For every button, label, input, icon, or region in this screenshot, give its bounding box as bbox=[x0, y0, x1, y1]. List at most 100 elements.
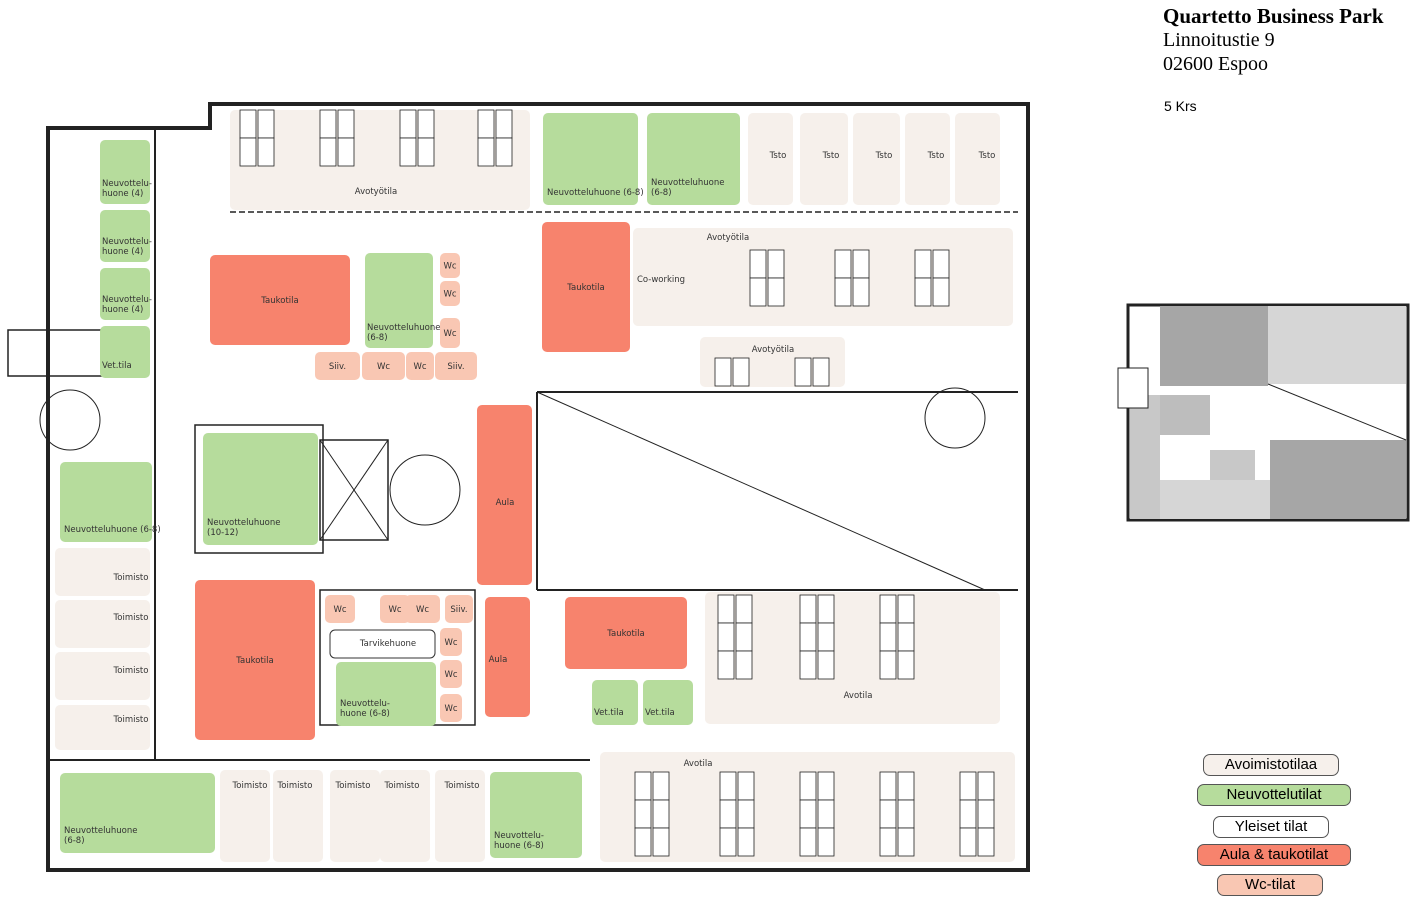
desk bbox=[337, 137, 355, 167]
room-area-ts4 bbox=[905, 113, 950, 205]
room-area-to2 bbox=[55, 600, 150, 648]
desk bbox=[337, 109, 355, 139]
desk bbox=[817, 622, 835, 652]
room-label-tk1: Taukotila bbox=[260, 296, 298, 306]
desk bbox=[634, 799, 652, 829]
room-label-nh1012: (10-12) bbox=[207, 528, 238, 538]
desk bbox=[735, 650, 753, 680]
room-area-ts2 bbox=[800, 113, 848, 205]
room-label-wc6: Wc bbox=[333, 605, 346, 615]
desk bbox=[749, 249, 767, 279]
room-label-ts2: Tsto bbox=[822, 151, 840, 161]
desk bbox=[735, 594, 753, 624]
room-area-to6 bbox=[273, 770, 323, 862]
room-area-wc4 bbox=[362, 352, 405, 380]
room-label-wc8: Wc bbox=[416, 605, 429, 615]
desk bbox=[897, 650, 915, 680]
room-label-siiv3: Siiv. bbox=[450, 605, 467, 615]
room-label-nh4b: Neuvottelu- bbox=[102, 237, 152, 247]
room-area-nht1 bbox=[543, 113, 638, 205]
room-area-nhm bbox=[365, 253, 433, 348]
building-walls bbox=[7, 102, 1030, 872]
desk bbox=[977, 771, 995, 801]
room-area-to9 bbox=[435, 770, 485, 862]
room-area-to5 bbox=[220, 770, 270, 862]
desk bbox=[767, 249, 785, 279]
room-area-tk3 bbox=[195, 580, 315, 740]
desk bbox=[914, 249, 932, 279]
street-address: Linnoitustie 9 bbox=[1163, 29, 1275, 51]
desk bbox=[799, 622, 817, 652]
room-label-to9: Toimisto bbox=[444, 781, 480, 791]
room-label-aula1: Aula bbox=[496, 498, 515, 508]
room-label-nhm: (6-8) bbox=[367, 333, 388, 343]
desk bbox=[767, 277, 785, 307]
desk bbox=[879, 827, 897, 857]
room-area-tk1 bbox=[210, 255, 350, 345]
desk bbox=[417, 137, 435, 167]
desk bbox=[239, 109, 257, 139]
desk bbox=[417, 109, 435, 139]
room-label-nhc: Neuvottelu- bbox=[340, 699, 390, 709]
room-label-cow: Co-working bbox=[637, 275, 685, 285]
room-area-wc5 bbox=[406, 352, 434, 380]
room-area-to3 bbox=[55, 652, 150, 700]
building-name: Quartetto Business Park bbox=[1163, 4, 1384, 28]
desk bbox=[652, 827, 670, 857]
desk bbox=[735, 622, 753, 652]
desk bbox=[914, 277, 932, 307]
desk bbox=[932, 277, 950, 307]
room-area-wc1 bbox=[440, 253, 460, 278]
room-area-to8 bbox=[380, 770, 430, 862]
room-label-wc7: Wc bbox=[388, 605, 401, 615]
desk bbox=[737, 799, 755, 829]
desk bbox=[959, 827, 977, 857]
desk bbox=[834, 249, 852, 279]
room-label-tarv: Tarvikehuone bbox=[359, 639, 416, 649]
desk bbox=[817, 827, 835, 857]
room-area-aula1 bbox=[477, 405, 532, 585]
desk bbox=[714, 357, 732, 387]
room-label-vet1: Vet.tila bbox=[102, 361, 132, 371]
room-label-nh4c: Neuvottelu- bbox=[102, 295, 152, 305]
desk bbox=[897, 622, 915, 652]
room-label-wc1: Wc bbox=[443, 262, 456, 272]
room-label-nhm: Neuvotteluhuone bbox=[367, 323, 440, 333]
desk bbox=[399, 137, 417, 167]
room-area-tk4 bbox=[565, 597, 687, 669]
room-area-avo4 bbox=[705, 592, 1000, 724]
desk bbox=[977, 827, 995, 857]
room-label-tk2: Taukotila bbox=[566, 283, 604, 293]
room-area-tk2 bbox=[542, 222, 630, 352]
desk bbox=[719, 799, 737, 829]
room-area-siiv2 bbox=[435, 352, 477, 380]
desk bbox=[794, 357, 812, 387]
desk bbox=[834, 277, 852, 307]
room-label-wc2: Wc bbox=[443, 290, 456, 300]
room-label-avo5: Avotila bbox=[684, 759, 713, 769]
legend-common-areas: Yleiset tilat bbox=[1213, 816, 1329, 838]
desk bbox=[257, 109, 275, 139]
desk bbox=[799, 827, 817, 857]
room-area-wc3 bbox=[440, 318, 460, 348]
room-area-avo2 bbox=[633, 228, 1013, 326]
room-area-to7 bbox=[330, 770, 380, 862]
desk bbox=[959, 771, 977, 801]
room-label-to7: Toimisto bbox=[335, 781, 371, 791]
room-label-nh4a: huone (4) bbox=[102, 189, 143, 199]
room-label-nhbl: (6-8) bbox=[64, 836, 85, 846]
legend-lobby-break: Aula & taukotilat bbox=[1197, 844, 1351, 866]
room-label-nht2: (6-8) bbox=[651, 188, 672, 198]
room-label-ts4: Tsto bbox=[927, 151, 945, 161]
city-address: 02600 Espoo bbox=[1163, 53, 1268, 75]
desk bbox=[634, 771, 652, 801]
desk bbox=[799, 594, 817, 624]
desk bbox=[719, 771, 737, 801]
room-label-to6: Toimisto bbox=[277, 781, 313, 791]
room-area-tarv bbox=[329, 629, 436, 659]
room-label-nhb: Neuvottelu- bbox=[494, 831, 544, 841]
desk bbox=[879, 771, 897, 801]
room-label-avo1: Avotyötila bbox=[355, 187, 397, 197]
furniture bbox=[239, 109, 995, 857]
room-label-wc3: Wc bbox=[443, 329, 456, 339]
